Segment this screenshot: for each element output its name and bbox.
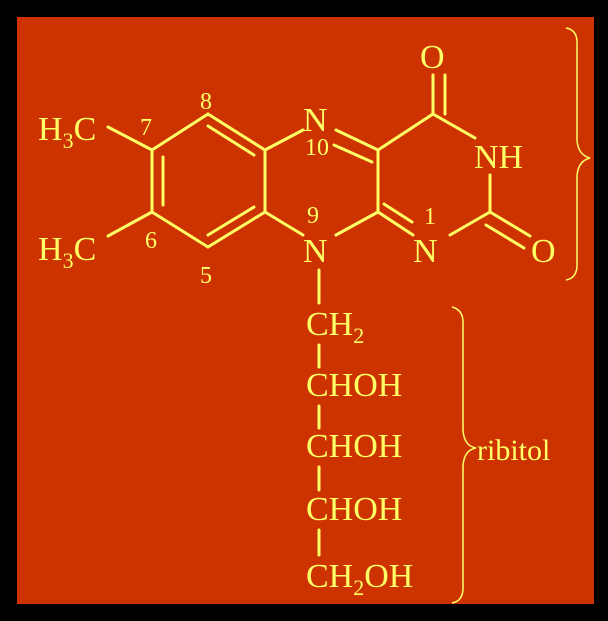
bond-methyl-top [106, 125, 154, 152]
braces [451, 27, 591, 604]
side-chain-choh-2: CHOH [306, 428, 402, 465]
atom-o-right: O [531, 233, 556, 270]
bond-inner-1 [206, 124, 256, 157]
position-6: 6 [145, 228, 157, 254]
bond-c7-c8 [150, 112, 210, 152]
position-8: 8 [200, 89, 212, 115]
position-10: 10 [305, 135, 329, 161]
atom-labels: H3C H3C N N N NH O O 7 6 8 5 10 9 1 CH2 … [38, 39, 556, 600]
side-chain-choh-3: CHOH [306, 491, 402, 528]
position-1: 1 [424, 204, 436, 230]
bond-c2-o-double [484, 223, 526, 250]
methyl-bottom-label: H3C [38, 231, 96, 273]
bond-c4-nh [431, 112, 477, 140]
bond-n1-c4b-double [382, 202, 414, 224]
methyl-top-label: H3C [38, 111, 96, 153]
position-5: 5 [200, 263, 212, 289]
bond-n1-c4b [376, 210, 415, 237]
bond-n10-c10a-double [332, 143, 374, 164]
atom-n10: N [303, 102, 328, 139]
bond-c2-n1 [448, 210, 492, 237]
bond-c2-o [488, 210, 532, 238]
bond-c8a-n10 [263, 128, 305, 152]
position-7: 7 [140, 115, 152, 141]
bond-c5-c6 [150, 210, 210, 249]
atom-nh: NH [474, 139, 523, 176]
bond-c4b-n9 [334, 210, 380, 237]
bond-methyl-bottom [106, 210, 154, 238]
atom-n1: N [413, 233, 438, 270]
bond-c4a-c5 [206, 210, 267, 249]
side-chain-ch2oh: CH2OH [306, 558, 413, 600]
brace-top [565, 27, 591, 281]
ribitol-label: ribitol [477, 434, 550, 467]
panel-background [17, 17, 594, 604]
side-chain-choh-1: CHOH [306, 367, 402, 404]
bond-c10a-c4 [376, 112, 435, 152]
bond-n9-c4a [263, 210, 305, 237]
side-chain-ch2: CH2 [306, 306, 364, 348]
atom-o-top: O [420, 39, 445, 76]
position-9: 9 [307, 203, 319, 229]
bonds [106, 73, 532, 557]
bond-inner-2 [206, 205, 256, 237]
bond-n10-c10a [334, 128, 380, 152]
bond-c8-c8a [206, 112, 267, 152]
atom-n9: N [303, 233, 328, 270]
brace-ribitol [451, 306, 477, 604]
